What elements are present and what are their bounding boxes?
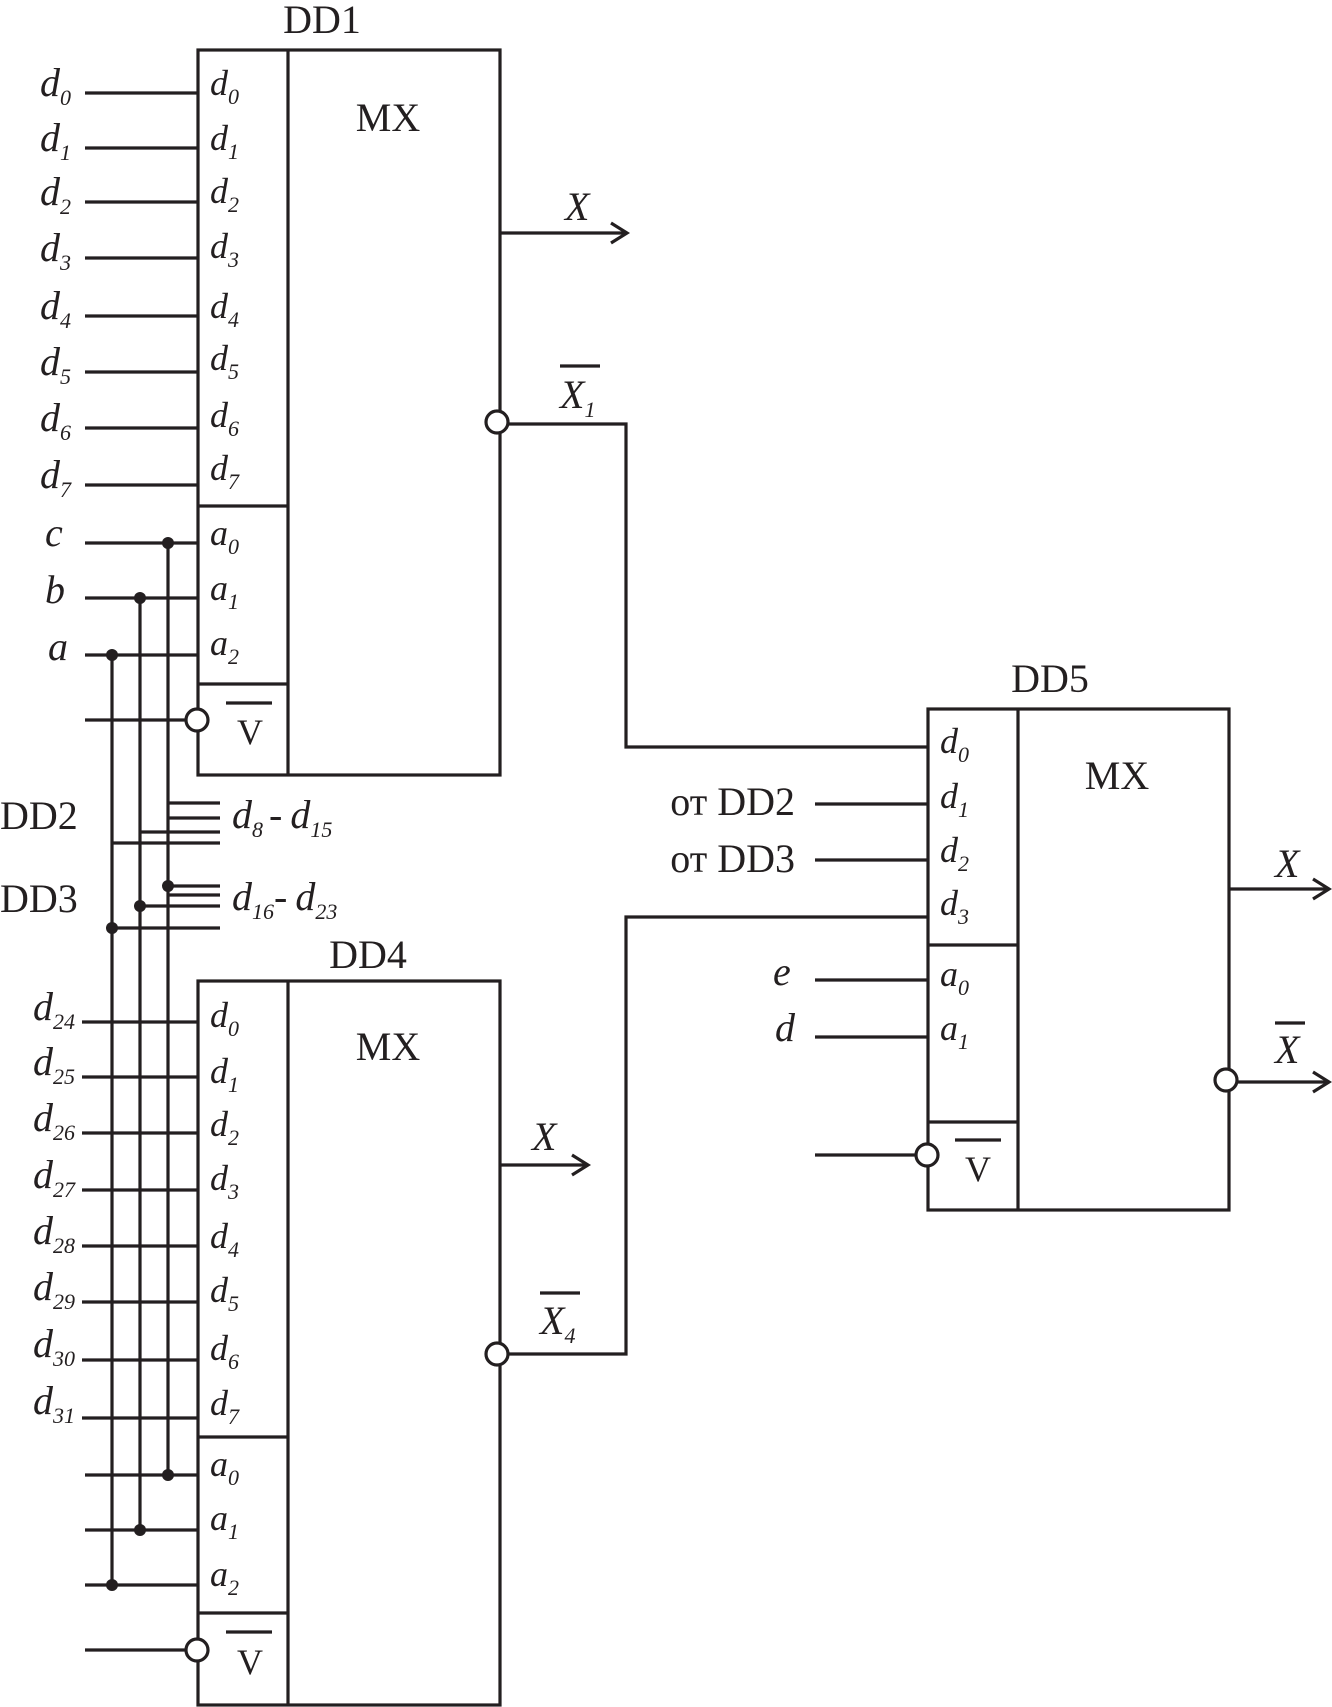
wire-dd1-to-dd5-d0 — [508, 422, 928, 749]
dd1-title: DD1 — [283, 0, 361, 42]
dd5-inverted-output-arrow — [1312, 1070, 1332, 1094]
dd1-enable-label: V — [237, 712, 263, 752]
dd3-range-label: d16-d23 — [232, 874, 337, 924]
dd4-pin-d4: d4 — [210, 1216, 239, 1262]
dd5-multiplexer: DD5 MX d0 d1 d2 d3 a0 a1 V от DD2 от DD3… — [670, 656, 1332, 1212]
dd5-mx-label: MX — [1085, 753, 1150, 798]
dd1-input-d7: d7 — [40, 452, 72, 502]
dd1-input-d4: d4 — [40, 283, 71, 333]
dd1-pin-a0: a0 — [210, 513, 239, 559]
dd1-pin-d3: d3 — [210, 226, 239, 272]
dd5-from-dd3-label: от DD3 — [670, 836, 795, 881]
dd4-pin-a1: a1 — [210, 1498, 239, 1544]
dd1-pin-d1: d1 — [210, 118, 239, 164]
dd1-input-d3: d3 — [40, 225, 71, 275]
dd1-pin-d0: d0 — [210, 63, 239, 109]
dd1-input-d5: d5 — [40, 339, 71, 389]
dd1-pin-a2: a2 — [210, 623, 239, 669]
dd5-pin-a0: a0 — [940, 954, 969, 1000]
dd5-inverted-output-label: X — [1273, 1027, 1301, 1072]
dd5-pin-a1: a1 — [940, 1008, 969, 1054]
dd4-inverted-output-label: X4 — [538, 1298, 575, 1348]
dd4-input-d24: d24 — [33, 984, 75, 1034]
dd1-pin-d4: d4 — [210, 286, 239, 332]
dd4-pin-d2: d2 — [210, 1104, 239, 1150]
dd1-input-d6: d6 — [40, 395, 71, 445]
dd1-input-d0: d0 — [40, 60, 71, 110]
wire-dd4-to-dd5-d3 — [508, 915, 928, 1356]
dd5-pin-d2: d2 — [940, 830, 969, 876]
dd4-pin-d5: d5 — [210, 1270, 239, 1316]
dd4-mx-label: MX — [356, 1024, 421, 1069]
dd1-pin-d7: d7 — [210, 448, 240, 494]
dd4-multiplexer: DD4 MX d0 d1 d2 d3 d4 d5 d6 d7 a0 a1 a2 … — [33, 932, 592, 1707]
dd5-pin-d0: d0 — [940, 721, 969, 767]
dd5-pin-d3: d3 — [940, 883, 969, 929]
dd4-input-d27: d27 — [33, 1152, 76, 1202]
dd2-range-label: d8-d15 — [232, 792, 332, 842]
dd1-enable-bubble — [184, 707, 210, 733]
dd2-label: DD2 — [0, 793, 78, 838]
dd4-input-d31: d31 — [33, 1378, 75, 1428]
dd5-title: DD5 — [1011, 656, 1089, 701]
dd3-label: DD3 — [0, 876, 78, 921]
dd4-input-d25: d25 — [33, 1039, 75, 1089]
dd1-output-x-label: X — [563, 184, 591, 229]
dd1-pin-d5: d5 — [210, 338, 239, 384]
dd5-output-x-arrow — [1312, 877, 1332, 901]
dd1-mx-label: MX — [356, 95, 421, 140]
dd1-pin-a1: a1 — [210, 568, 239, 614]
dd1-pin-d2: d2 — [210, 171, 239, 217]
dd1-input-a: a — [48, 624, 68, 669]
dd1-input-d2: d2 — [40, 169, 71, 219]
dd4-enable-bubble — [184, 1637, 210, 1663]
dd4-input-d29: d29 — [33, 1264, 75, 1314]
dd5-inverted-output-bubble — [1213, 1067, 1239, 1093]
dd4-pin-a2: a2 — [210, 1554, 239, 1600]
dd5-pin-d1: d1 — [940, 776, 969, 822]
dd4-enable-label: V — [237, 1642, 263, 1682]
dd1-multiplexer: DD1 MX d0 d1 d2 d3 d4 d5 d6 d7 a0 a1 a2 … — [40, 0, 631, 777]
dd2-dd3-stub-lines — [112, 801, 220, 930]
dd1-input-b: b — [45, 567, 65, 612]
dd5-enable-label: V — [965, 1149, 991, 1189]
dd1-pin-d6: d6 — [210, 395, 239, 441]
dd5-input-e: e — [773, 949, 791, 994]
dd5-body — [926, 707, 1231, 1212]
dd4-pin-d1: d1 — [210, 1051, 239, 1097]
dd4-body — [196, 979, 502, 1707]
dd1-output-x-arrow — [610, 221, 631, 245]
dd4-pin-d0: d0 — [210, 995, 239, 1041]
dd5-input-d: d — [775, 1005, 796, 1050]
dd1-inverted-output-label: X1 — [558, 372, 595, 422]
dd4-output-x-arrow — [571, 1153, 592, 1177]
dd1-input-d1: d1 — [40, 115, 71, 165]
dd1-input-c: c — [45, 510, 63, 555]
dd4-pin-d6: d6 — [210, 1328, 239, 1374]
dd4-output-x-label: X — [530, 1114, 558, 1159]
dd5-output-x-label: X — [1273, 841, 1301, 886]
dd4-input-d30: d30 — [33, 1321, 75, 1371]
dd4-pin-d7: d7 — [210, 1383, 240, 1429]
dd4-title: DD4 — [329, 932, 407, 977]
dd5-enable-bubble — [914, 1142, 940, 1168]
dd4-input-d26: d26 — [33, 1095, 75, 1145]
dd5-inputs — [815, 802, 928, 1157]
dd1-inverted-output-bubble — [484, 409, 510, 435]
dd4-inverted-output-bubble — [484, 1341, 510, 1367]
dd4-pin-d3: d3 — [210, 1158, 239, 1204]
dd4-pin-a0: a0 — [210, 1444, 239, 1490]
dd5-from-dd2-label: от DD2 — [670, 779, 795, 824]
address-bus — [110, 543, 170, 1585]
dd4-input-d28: d28 — [33, 1208, 75, 1258]
dd1-body — [196, 48, 502, 777]
